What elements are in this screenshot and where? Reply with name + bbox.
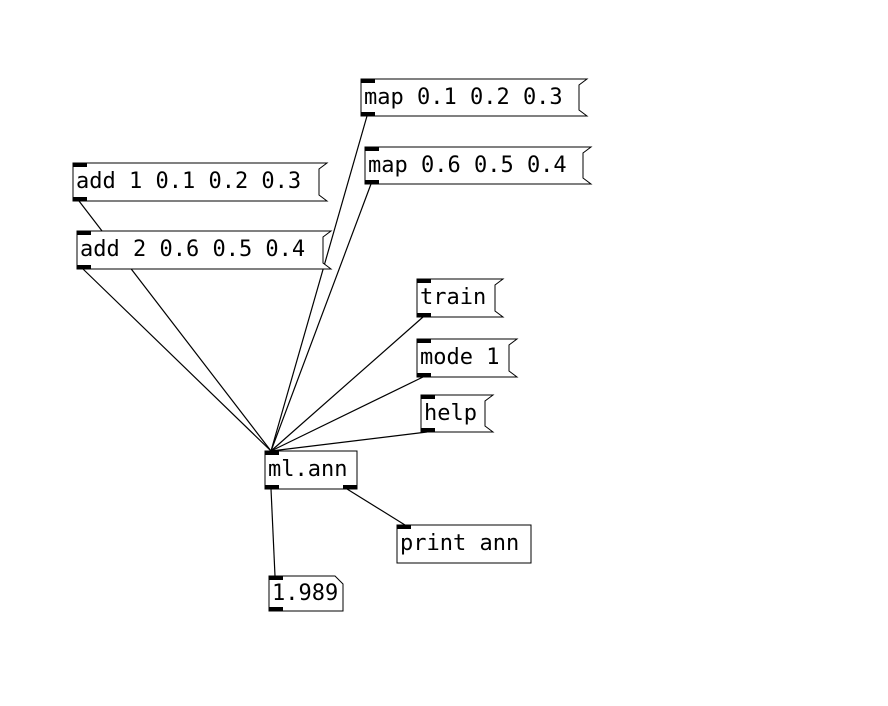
wire-mode-to-ann[interactable] — [270, 376, 424, 452]
outlet[interactable] — [421, 428, 435, 432]
wire-ann-to-number[interactable] — [270, 488, 276, 577]
message-box-add-1[interactable]: add 1 0.1 0.2 0.3 — [72, 162, 329, 202]
inlet[interactable] — [417, 339, 431, 343]
outlet[interactable] — [77, 265, 91, 269]
wire-ann-to-print[interactable] — [346, 488, 406, 526]
inlet[interactable] — [397, 525, 411, 529]
object-box-print[interactable]: print ann — [396, 524, 532, 564]
message-box-train[interactable]: train — [416, 278, 505, 318]
wire-add2-to-ann[interactable] — [82, 268, 272, 452]
outlet[interactable] — [269, 607, 283, 611]
object-text: print ann — [400, 531, 519, 556]
outlet-left[interactable] — [265, 485, 279, 489]
message-text: add 2 0.6 0.5 0.4 — [80, 237, 305, 262]
inlet[interactable] — [73, 163, 87, 167]
inlet[interactable] — [265, 451, 279, 455]
message-box-add-2[interactable]: add 2 0.6 0.5 0.4 — [76, 230, 333, 270]
outlet[interactable] — [417, 373, 431, 377]
number-value: 1.989 — [272, 581, 338, 606]
message-text: map 0.6 0.5 0.4 — [368, 153, 567, 178]
message-text: map 0.1 0.2 0.3 — [364, 85, 563, 110]
inlet[interactable] — [361, 79, 375, 83]
outlet[interactable] — [417, 313, 431, 317]
outlet[interactable] — [73, 197, 87, 201]
inlet[interactable] — [269, 576, 283, 580]
message-text: mode 1 — [420, 345, 499, 370]
message-box-help[interactable]: help — [420, 394, 495, 433]
inlet[interactable] — [77, 231, 91, 235]
object-box-ml-ann[interactable]: ml.ann — [264, 450, 358, 490]
message-text: train — [420, 285, 486, 310]
message-text: add 1 0.1 0.2 0.3 — [76, 169, 301, 194]
outlet[interactable] — [361, 112, 375, 116]
wire-map2-to-ann[interactable] — [270, 183, 372, 452]
inlet[interactable] — [365, 147, 379, 151]
outlet[interactable] — [365, 180, 379, 184]
message-box-mode[interactable]: mode 1 — [416, 338, 519, 378]
wire-train-to-ann[interactable] — [270, 316, 424, 452]
message-box-map-2[interactable]: map 0.6 0.5 0.4 — [364, 146, 593, 185]
message-text: help — [424, 401, 477, 426]
outlet-right[interactable] — [343, 485, 357, 489]
inlet[interactable] — [421, 395, 435, 399]
message-box-map-1[interactable]: map 0.1 0.2 0.3 — [360, 78, 589, 117]
inlet[interactable] — [417, 279, 431, 283]
number-box-output[interactable]: 1.989 — [268, 575, 344, 612]
wire-map1-to-ann[interactable] — [270, 115, 368, 452]
wire-help-to-ann[interactable] — [270, 431, 428, 452]
object-text: ml.ann — [268, 457, 347, 482]
